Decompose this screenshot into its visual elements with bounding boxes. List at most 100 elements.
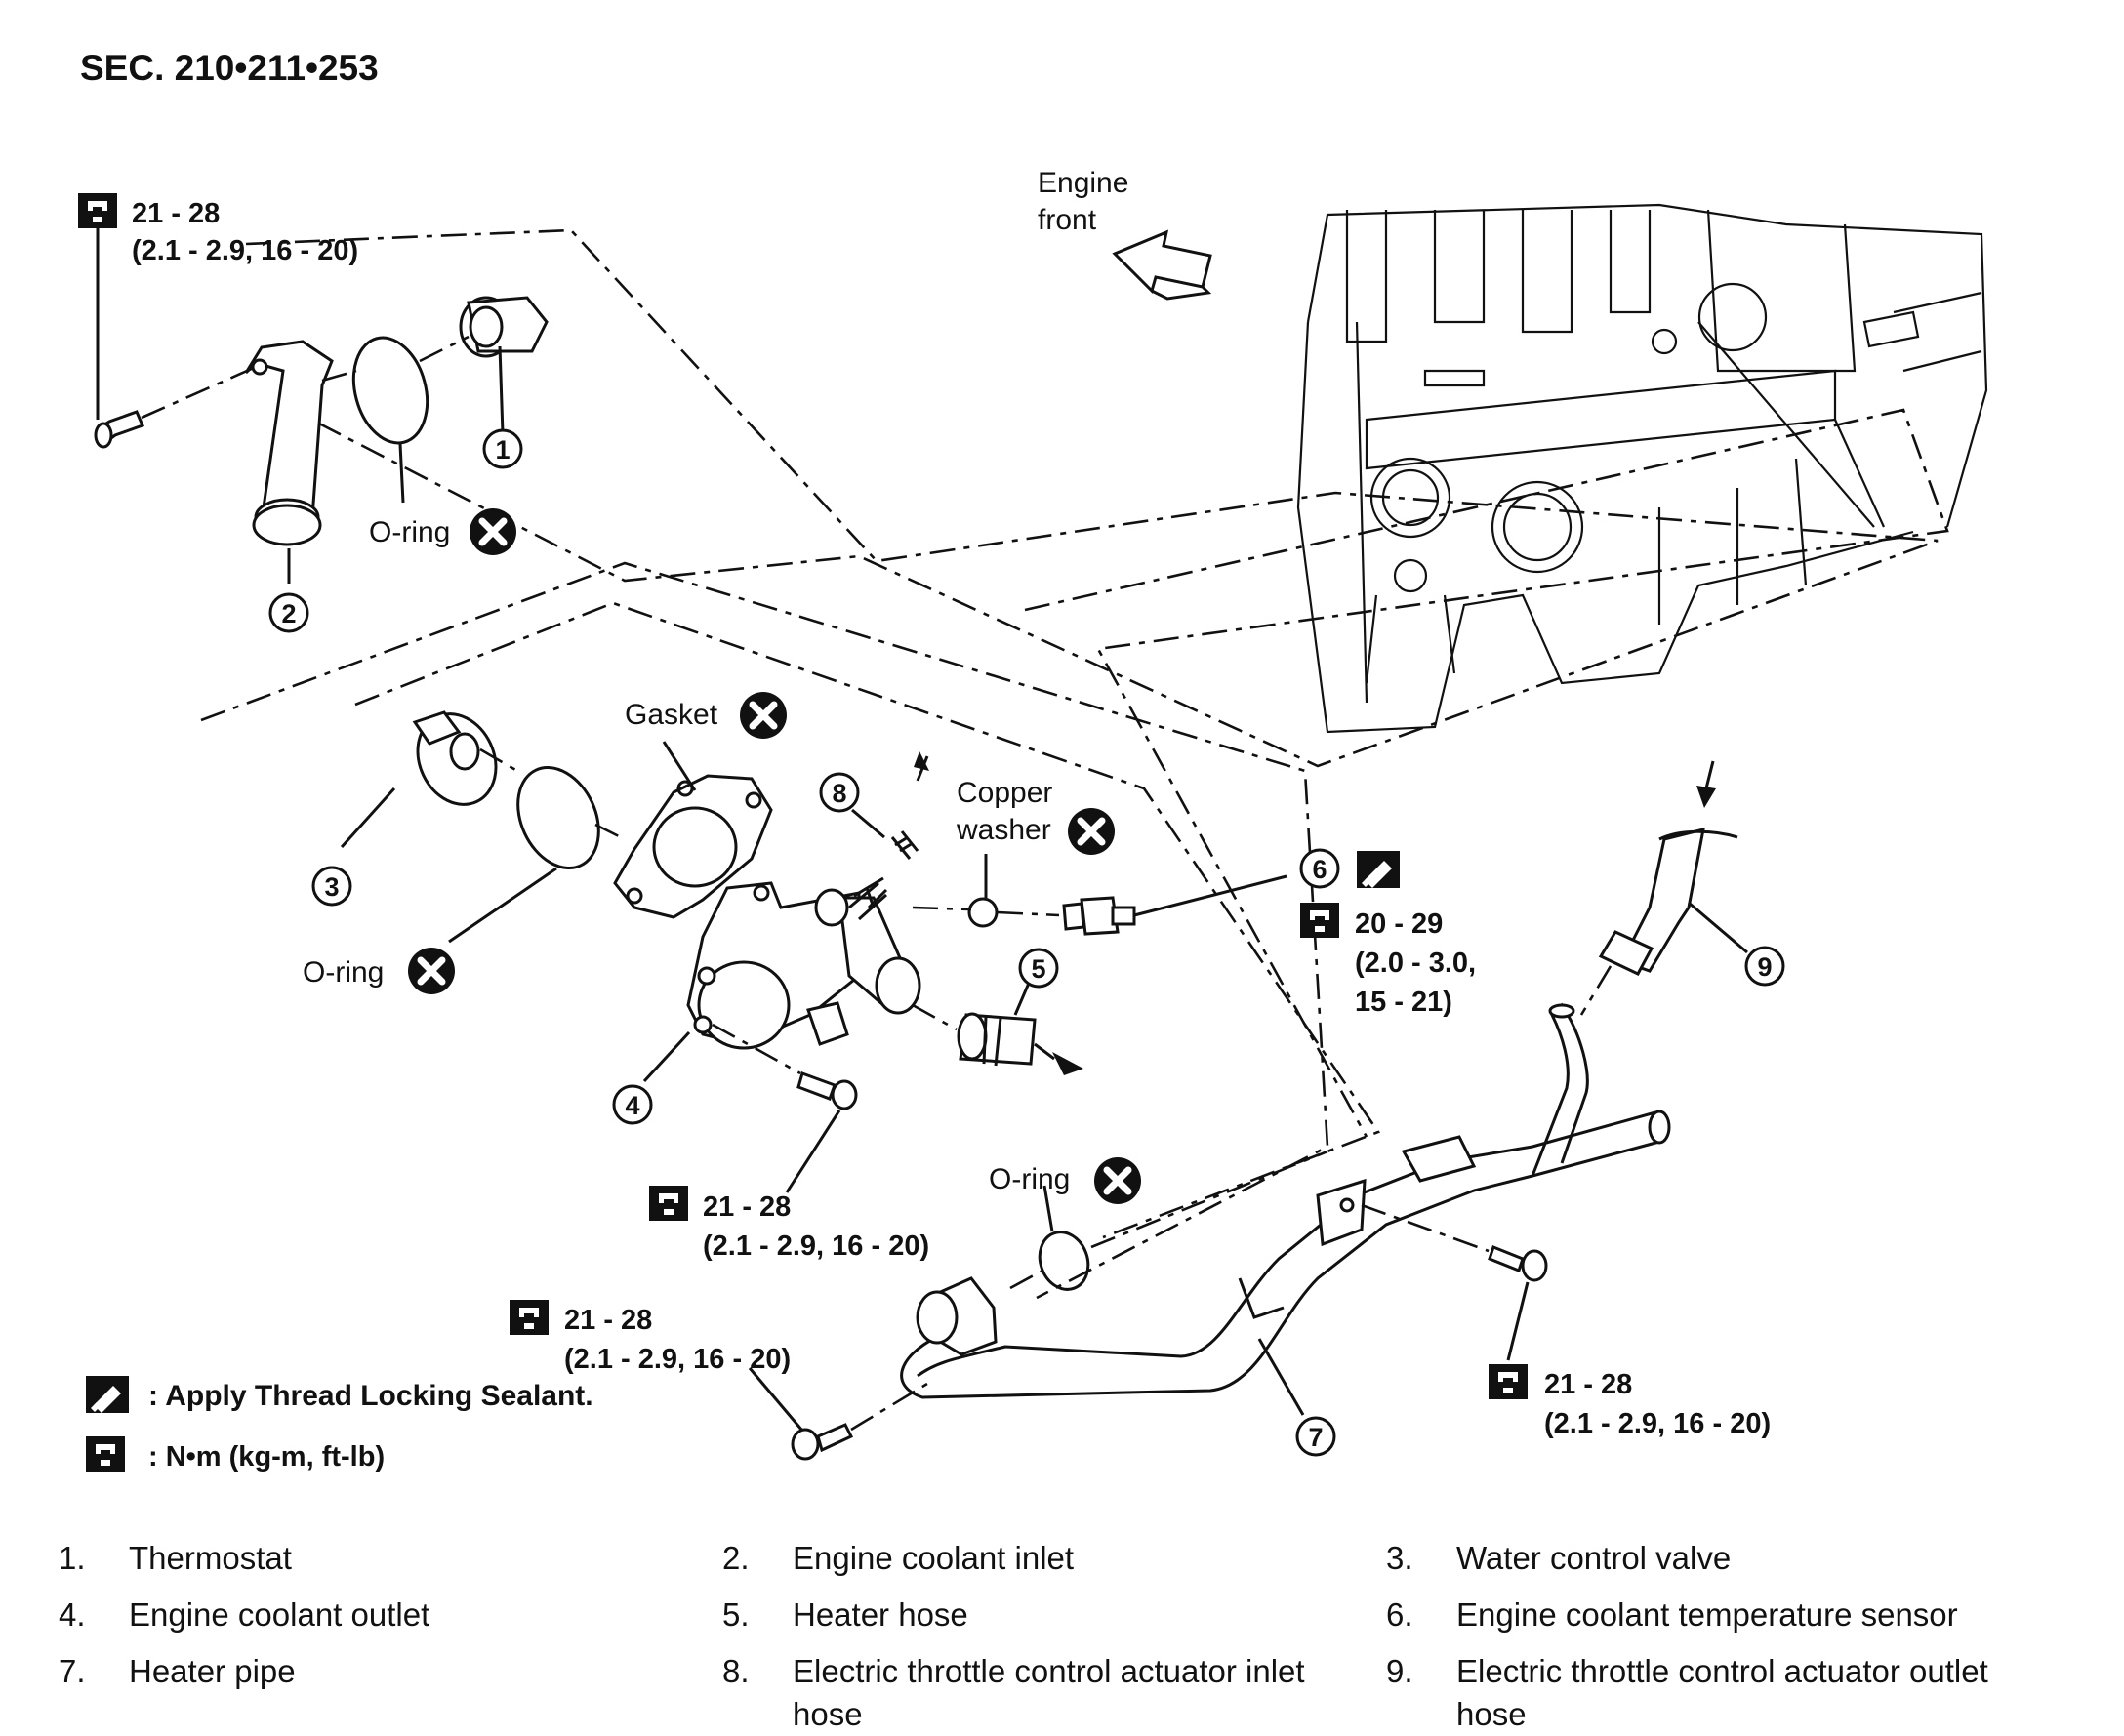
legend-text: Thermostat (129, 1540, 292, 1576)
key-sealant-text: : Apply Thread Locking Sealant. (148, 1380, 593, 1412)
actuator-inlet-hose (890, 751, 929, 860)
outlet-bolt (796, 1071, 858, 1110)
coolant-temp-sensor (1062, 896, 1136, 936)
outlet-group-boundary (200, 561, 1329, 1300)
torque-spec-3-line2: (2.1 - 2.9, 16 - 20) (703, 1231, 929, 1262)
callout-7: 7 (1295, 1416, 1336, 1457)
replace-part-icon (1068, 808, 1115, 855)
svg-text:3: 3 (324, 872, 339, 902)
svg-text:8: 8 (832, 779, 846, 808)
svg-text:7: 7 (1308, 1423, 1323, 1452)
gasket-label: Gasket (625, 699, 718, 731)
callout-3: 3 (311, 866, 352, 907)
legend-item: 4. Engine coolant outlet (59, 1594, 722, 1636)
section-code: SEC. 210•211•253 (80, 48, 379, 88)
svg-text:6: 6 (1312, 855, 1327, 884)
legend-text: Engine coolant outlet (129, 1596, 430, 1633)
legend-number: 5. (722, 1596, 750, 1633)
torque-spec-2-line3: 15 - 21) (1355, 987, 1452, 1018)
replace-part-icon (740, 692, 787, 739)
legend-item: 7. Heater pipe (59, 1650, 722, 1736)
sealant-icon (1357, 851, 1400, 888)
torque-spec-2-line2: (2.0 - 3.0, (1355, 948, 1476, 979)
torque-spec-4-line2: (2.1 - 2.9, 16 - 20) (564, 1344, 791, 1375)
legend-item: 9. Electric throttle control actuator ou… (1386, 1650, 2069, 1736)
thermostat-group-boundary (245, 228, 1939, 768)
svg-text:2: 2 (281, 599, 296, 628)
actuator-outlet-hose (1598, 827, 1738, 976)
block-front-boundary (1024, 408, 1949, 1138)
legend-item: 2. Engine coolant inlet (722, 1537, 1386, 1580)
legend-text: Electric throttle control actuator inlet… (793, 1653, 1305, 1732)
legend-item: 8. Electric throttle control actuator in… (722, 1650, 1386, 1736)
legend-item: 1. Thermostat (59, 1537, 722, 1580)
heater-pipe (900, 1002, 1671, 1399)
inlet-bolt (94, 410, 145, 449)
pipe-oring (1038, 1231, 1090, 1291)
svg-text:1: 1 (495, 435, 510, 464)
engine-coolant-inlet (244, 340, 334, 546)
copper-washer (967, 897, 999, 928)
water-control-valve (412, 710, 498, 806)
copper-washer-label-line2: washer (956, 814, 1051, 846)
key-torque-text: : N•m (kg-m, ft-lb) (148, 1441, 385, 1473)
torque-wrench-icon (649, 1186, 688, 1221)
torque-spec-2-line1: 20 - 29 (1355, 908, 1443, 940)
torque-spec-5-line1: 21 - 28 (1544, 1369, 1632, 1400)
legend-text: Heater pipe (129, 1653, 296, 1689)
copper-washer-label-line1: Copper (957, 777, 1052, 809)
torque-spec-3-line1: 21 - 28 (703, 1191, 791, 1223)
torque-wrench-icon (510, 1300, 549, 1335)
replace-part-icon (1094, 1157, 1141, 1204)
callout-6: 6 (1299, 848, 1340, 889)
replace-part-icon (408, 948, 455, 994)
oring-label-2: O-ring (303, 956, 384, 989)
legend-number: 7. (59, 1653, 86, 1689)
engine-block (1296, 203, 1988, 734)
torque-wrench-icon (78, 193, 117, 228)
legend-item: 5. Heater hose (722, 1594, 1386, 1636)
callout-2: 2 (268, 592, 309, 633)
thermostat (459, 296, 549, 358)
legend-number: 3. (1386, 1540, 1413, 1576)
torque-wrench-icon (1300, 903, 1339, 938)
oring-label-1: O-ring (369, 516, 450, 548)
torque-spec-5-line2: (2.1 - 2.9, 16 - 20) (1544, 1408, 1771, 1439)
torque-spec-4-line1: 21 - 28 (564, 1305, 652, 1336)
torque-wrench-icon (86, 1436, 125, 1472)
legend-text: Water control valve (1456, 1540, 1732, 1576)
legend-number: 4. (59, 1596, 86, 1633)
svg-text:5: 5 (1031, 954, 1045, 984)
replace-part-icon (470, 508, 516, 555)
torque-spec-1-line2: (2.1 - 2.9, 16 - 20) (132, 235, 358, 266)
thermostat-oring (351, 336, 429, 445)
valve-oring (516, 765, 600, 870)
legend-item: 6. Engine coolant temperature sensor (1386, 1594, 2069, 1636)
engine-front-label-line1: Engine (1038, 167, 1128, 199)
legend-number: 1. (59, 1540, 86, 1576)
callout-1: 1 (482, 428, 523, 469)
legend-item: 3. Water control valve (1386, 1537, 2069, 1580)
engine-front-arrow-icon (1112, 229, 1212, 294)
legend-number: 9. (1386, 1653, 1413, 1689)
oring-label-3: O-ring (989, 1163, 1070, 1195)
engine-coolant-outlet (686, 876, 921, 1050)
parts-legend: 1. Thermostat 2. Engine coolant inlet 3.… (59, 1537, 2069, 1736)
legend-text: Electric throttle control actuator outle… (1456, 1653, 1988, 1732)
torque-wrench-icon (1489, 1364, 1528, 1399)
engine-front-label-line2: front (1038, 204, 1097, 236)
callout-8: 8 (819, 772, 860, 813)
legend-text: Heater hose (793, 1596, 968, 1633)
legend-number: 6. (1386, 1596, 1413, 1633)
legend-text: Engine coolant inlet (793, 1540, 1075, 1576)
legend-number: 2. (722, 1540, 750, 1576)
svg-text:4: 4 (625, 1091, 639, 1120)
pipe-bolt-right (1488, 1245, 1548, 1282)
svg-text:9: 9 (1757, 952, 1772, 982)
legend-number: 8. (722, 1653, 750, 1689)
heater-hose (957, 1012, 1037, 1067)
callout-5: 5 (1018, 948, 1059, 989)
legend-text: Engine coolant temperature sensor (1456, 1596, 1958, 1633)
torque-spec-1-line1: 21 - 28 (132, 198, 220, 229)
